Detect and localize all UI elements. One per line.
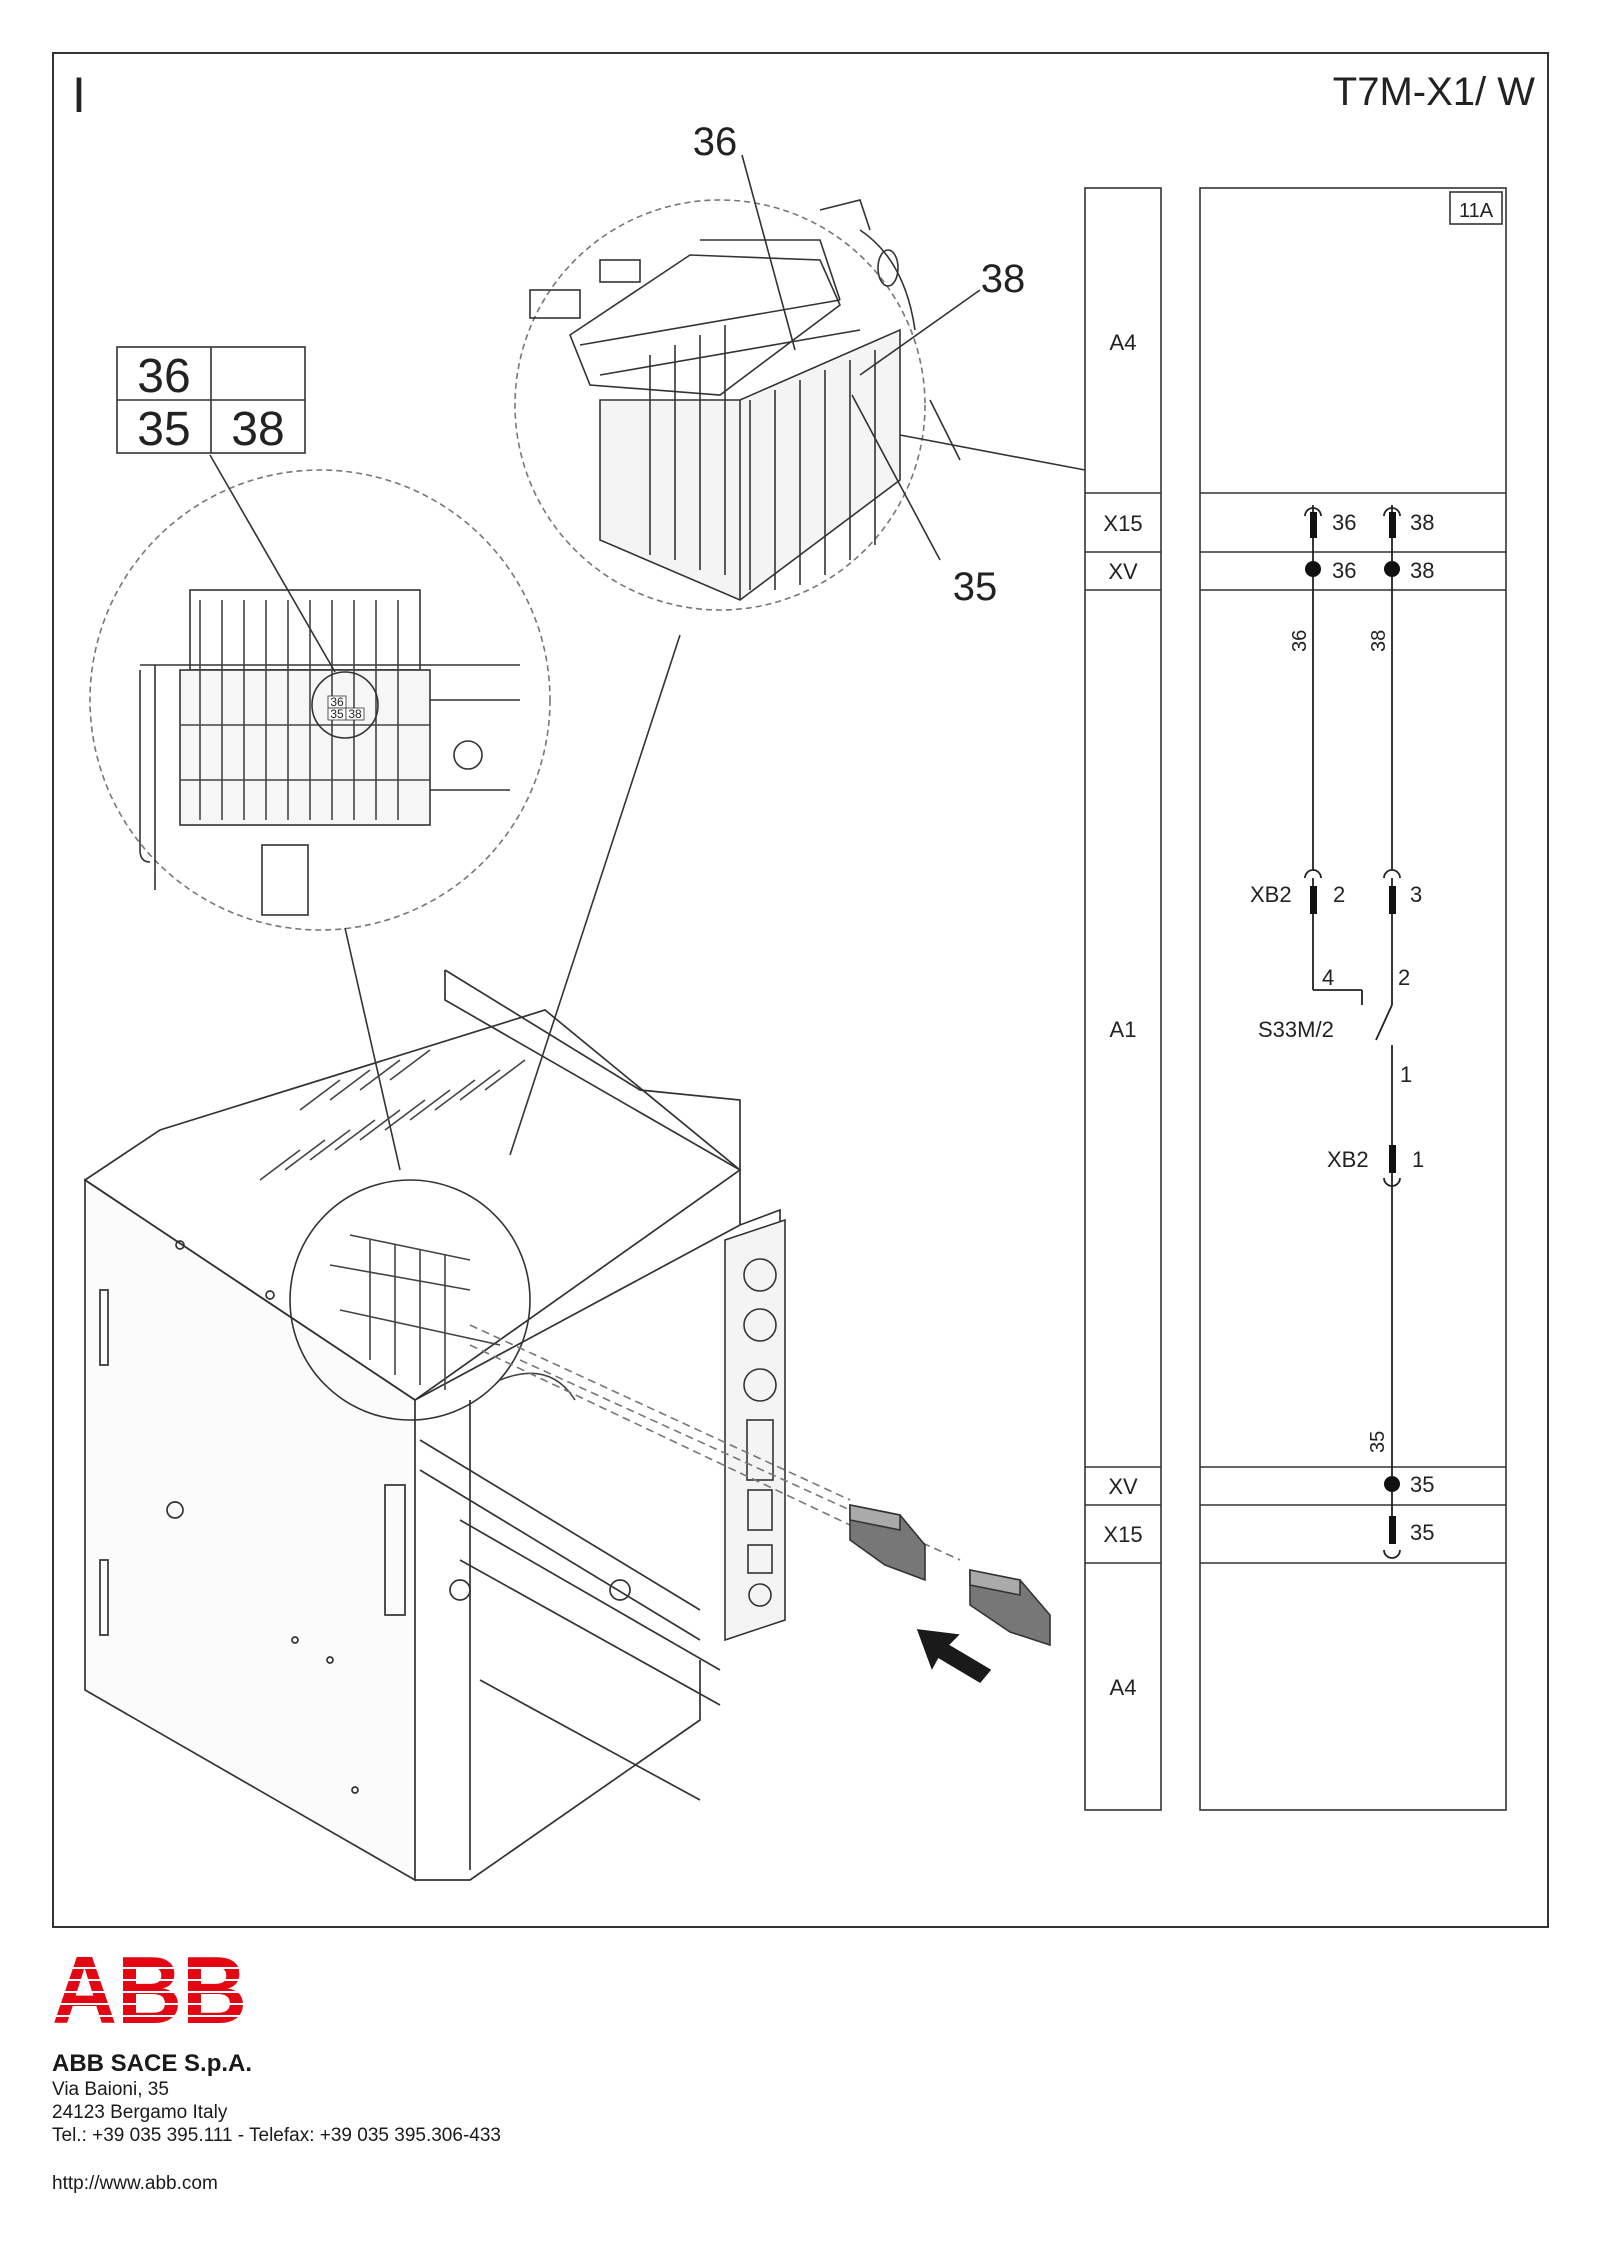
svg-text:ABB: ABB [52,1945,247,2027]
xb2-pin-1: 1 [1412,1147,1424,1172]
terminal-slots-left [180,600,430,820]
zone-xv-bot: XV [1108,1474,1138,1499]
switch-pin-4: 4 [1322,965,1334,990]
company-name: ABB SACE S.p.A. [52,2050,253,2077]
x15-pin-35: 35 [1410,1520,1434,1545]
breaker-top-vents [259,1049,526,1181]
breaker-body [83,969,781,1882]
insert-arrow-icon [916,1629,992,1684]
footer: ABB ABB SACE S.p.A. Via Baioni, 35 24123… [52,1937,752,2195]
xv-pin-36: 36 [1332,558,1356,583]
detail-circle-body [289,1179,531,1421]
callout-36: 36 [693,120,738,164]
switch-label: S33M/2 [1258,1017,1334,1042]
x15-pin-36: 36 [1332,510,1356,535]
switch-pin-2: 2 [1398,965,1410,990]
mini-label-35: 35 [330,707,344,721]
company-city: 24123 Bergamo Italy [52,2102,228,2123]
terminal-connector-1 [849,1504,926,1582]
schematic-terminals [1305,512,1400,1544]
schematic-labels: 36 38 36 38 36 38 XB2 2 3 4 2 S33M/2 1 X… [1250,510,1434,1545]
wire-label-36: 36 [1289,630,1311,652]
xb2-pin-2: 2 [1333,882,1345,907]
zone-column [1084,187,1162,1811]
terminal-number-table: 36 35 38 [116,346,306,456]
switch-pin-1: 1 [1400,1062,1412,1087]
xv-pin-38: 38 [1410,558,1434,583]
sheet-frame [52,52,1549,1928]
abb-logo: ABB [52,1937,247,2044]
xb2-pin-3: 3 [1410,882,1422,907]
sheet-mark: I [72,67,86,123]
breaker-illustration [83,154,1086,1882]
zone-x15-bot: X15 [1103,1522,1142,1547]
terminal-strip-detail [139,589,520,916]
detail-circle-top [514,199,926,611]
wire-label-35: 35 [1367,1431,1389,1453]
mini-label-36: 36 [330,695,344,709]
terminal-pins-top [579,299,876,590]
callout-38: 38 [981,257,1026,301]
terminal-block-detail [529,199,961,601]
xb2-bottom-label: XB2 [1327,1147,1369,1172]
xv-pin-35: 35 [1410,1472,1434,1497]
drawing-sheet: I T7M-X1/ W [52,52,1549,1928]
terminal-highlight [311,671,379,739]
zone-xv-top: XV [1108,559,1138,584]
table-cell-35: 35 [137,403,190,456]
zone-a4-top: A4 [1110,330,1137,355]
sheet-code: T7M-X1/ W [1333,70,1535,114]
xb2-top-label: XB2 [1250,882,1292,907]
table-cell-38: 38 [231,403,284,456]
schematic-panel [1199,187,1507,1811]
front-panel [724,1218,786,1642]
zone-x15-top: X15 [1103,511,1142,536]
company-street: Via Baioni, 35 [52,2079,169,2100]
wire-label-38: 38 [1368,630,1390,652]
terminal-connector-2 [969,1569,1051,1647]
detail-circle-left [89,469,551,931]
zone-a4-bot: A4 [1110,1675,1137,1700]
x15-pin-38: 38 [1410,510,1434,535]
box-ref: 11A [1459,200,1494,222]
company-phone: Tel.: +39 035 395.111 - Telefax: +39 035… [52,2125,501,2146]
callout-35: 35 [953,565,998,609]
mini-terminal-labels: 36 35 38 [327,695,365,721]
table-cell-36: 36 [137,350,190,403]
zone-a1: A1 [1110,1017,1137,1042]
company-url[interactable]: http://www.abb.com [52,2173,218,2194]
mini-label-38: 38 [348,707,362,721]
